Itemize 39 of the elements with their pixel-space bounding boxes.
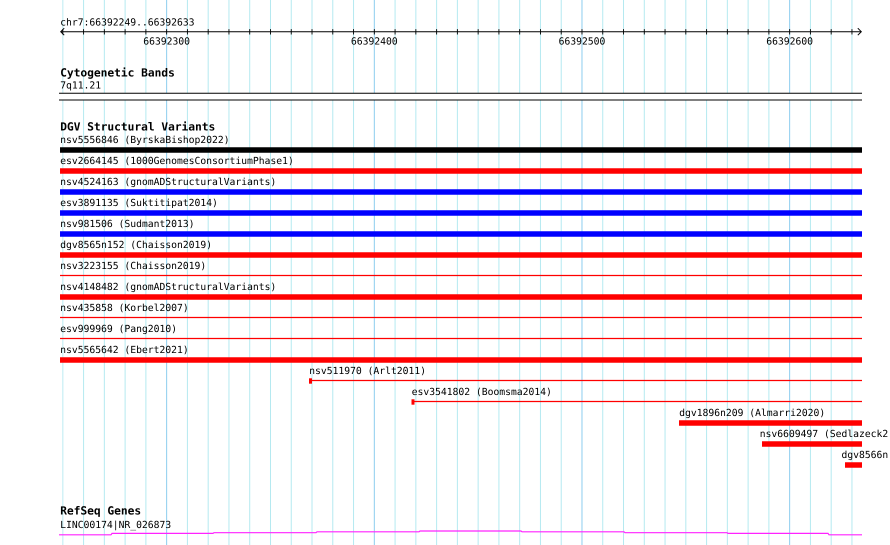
node-label: esv3541802 (Boomsma2014) [412,388,550,396]
feature-bar: nsv4524163 (gnomADStructuralVariants) [60,178,862,195]
feature-bar: esv3541802 (Boomsma2014) [412,388,862,405]
gene-line: LINC00174|NR_026873 [59,520,862,536]
node-label: nsv4524163 (gnomADStructuralVariants) [61,178,274,188]
feature-bar: dgv8566n [842,450,888,468]
location-label: chr7:66392249..66392633 [61,18,194,26]
node-label: esv3891135 (Suktitipat2014) [60,198,216,208]
node-label: nsv981506 (Sudmant2013) [61,220,193,228]
feature-bar: esv3891135 (Suktitipat2014) [60,198,862,216]
track-heading: Cytogenetic Bands [61,67,174,79]
tick-label: 66392300 [144,37,190,45]
node-label: dgv8566n [842,450,888,460]
feature-bar: nsv981506 (Sudmant2013) [60,220,862,237]
feature-bar: nsv511970 (Arlt2011) [309,366,862,384]
feature-bar: esv999969 (Pang2010) [60,324,862,340]
feature-bar: nsv6609497 (Sedlazeck2 [760,430,888,447]
node-label: nsv511970 (Arlt2011) [310,366,424,376]
node-label: nsv5565642 (Ebert2021) [61,346,187,354]
node-label: dgv1896n209 (Almarri2020) [680,408,824,418]
feature-bar: nsv4148482 (gnomADStructuralVariants) [60,282,862,300]
node-label: nsv4148482 (gnomADStructuralVariants) [61,282,274,292]
tick-label: 66392400 [352,37,398,45]
node-label: nsv6609497 (Sedlazeck2 [760,430,888,438]
node-label: 7q11.21 [60,81,100,91]
feature-bar: nsv3223155 (Chaisson2019) [60,262,862,276]
feature-bar: dgv1896n209 (Almarri2020) [679,408,862,426]
tick-label: 66392600 [766,37,812,45]
node-label: nsv5556846 (ByrskaBishop2022) [61,136,228,146]
feature-bar: nsv5556846 (ByrskaBishop2022) [60,136,862,153]
band-bar: 7q11.21 [58,81,862,100]
feature-bar: nsv5565642 (Ebert2021) [60,346,862,363]
node-label: esv2664145 (1000GenomesConsortiumPhase1) [60,156,292,166]
node-label: dgv8565n152 (Chaisson2019) [60,240,210,250]
feature-bar: nsv435858 (Korbel2007) [60,304,862,318]
tick-label: 66392500 [559,37,605,45]
feature-bar: esv2664145 (1000GenomesConsortiumPhase1) [60,156,862,174]
track-heading: DGV Structural Variants [60,121,214,131]
feature-bar: dgv8565n152 (Chaisson2019) [60,240,862,258]
